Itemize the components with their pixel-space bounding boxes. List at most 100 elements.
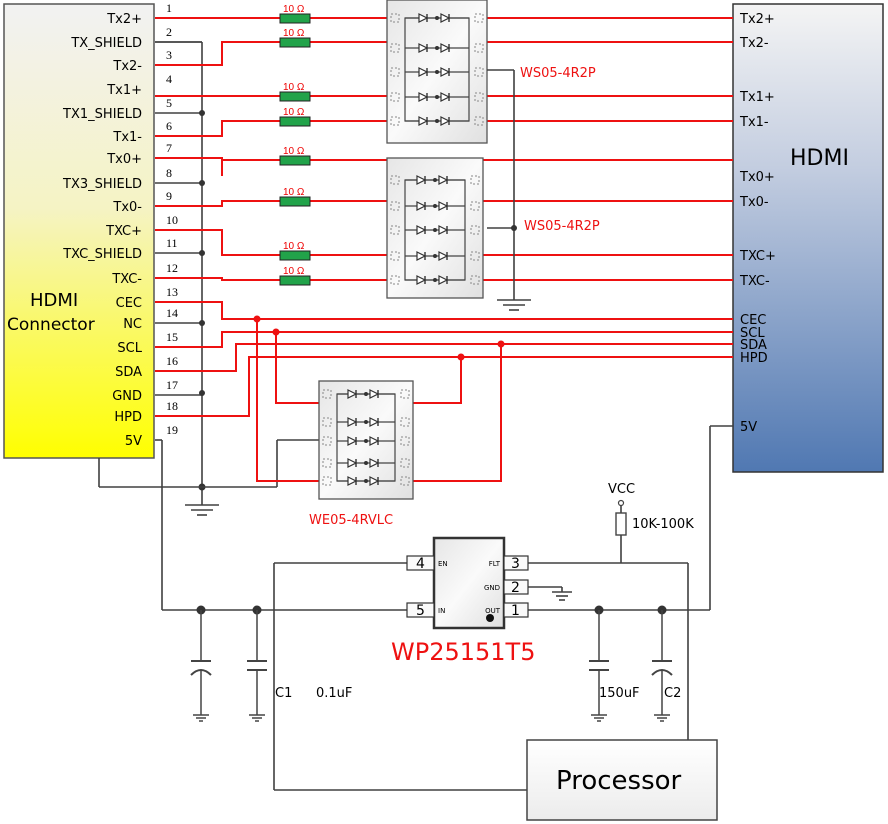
diode-icon: [369, 436, 380, 446]
pad: [470, 175, 480, 185]
right-pin-label: Tx2+: [739, 12, 775, 27]
left-pin-number: 7: [166, 141, 172, 155]
connector-title: HDMI: [30, 290, 78, 311]
c2-value: 150uF: [599, 686, 640, 701]
left-pin-number: 8: [166, 166, 172, 180]
series-resistors: 10 Ω10 Ω10 Ω10 Ω10 Ω10 Ω10 Ω10 Ω: [279, 4, 311, 286]
diode-icon: [369, 417, 380, 427]
processor-label: Processor: [556, 766, 682, 796]
pad: [390, 251, 400, 261]
ic-pin: [406, 555, 435, 571]
resistor: [279, 116, 311, 127]
left-pin-label: 5V: [125, 434, 142, 449]
pullup-value: 10K-100K: [632, 517, 694, 532]
resistor-value: 10 Ω: [283, 82, 305, 93]
resistor-value: 10 Ω: [283, 266, 305, 277]
ic-pin-name: FLT: [489, 560, 501, 568]
ic-pin-number: 4: [416, 556, 425, 572]
pullup-resistor: VCC 10K-100K: [608, 482, 694, 540]
left-pin-number: 10: [166, 213, 178, 227]
left-pin-number: 14: [166, 306, 178, 320]
hdmi-connector-left: HDMI Connector: [3, 3, 155, 459]
left-pin-number: 1: [166, 1, 172, 15]
right-pin-label: Tx2-: [739, 36, 769, 51]
left-pin-number: 4: [166, 72, 172, 86]
diode-icon: [416, 201, 427, 211]
ground-symbol: [185, 504, 219, 516]
left-pin-number: 13: [166, 285, 178, 299]
left-pin-label: NC: [123, 317, 142, 332]
left-pin-label: CEC: [116, 296, 142, 311]
connector-title-2: Connector: [7, 315, 95, 335]
right-pin-label: Tx1+: [739, 90, 775, 105]
pad: [400, 458, 410, 468]
ic-pin: [503, 555, 529, 571]
ic-pin: [503, 602, 529, 618]
pad: [322, 389, 332, 399]
pad: [470, 201, 480, 211]
right-pin-label: TXC+: [739, 249, 776, 264]
ic-pin-number: 3: [511, 556, 520, 572]
left-pin-label: SDA: [115, 365, 142, 380]
ic-pin-name: IN: [438, 607, 445, 615]
shield-ground-bus: [98, 41, 320, 516]
ic-pin-name: GND: [484, 584, 500, 592]
left-pin-label: TXC_SHIELD: [62, 247, 142, 262]
pad: [474, 43, 484, 53]
right-hdmi-pins: Tx2+Tx2-Tx1+Tx1-Tx0+Tx0-TXC+TXC-CECSCLSD…: [739, 12, 776, 435]
ic-pin: [503, 579, 529, 595]
tvs-upper-part-label: WS05-4R2P: [520, 66, 596, 81]
diode-icon: [418, 116, 429, 126]
diode-icon: [438, 225, 449, 235]
pad: [390, 275, 400, 285]
diode-icon: [369, 476, 380, 486]
left-pin-label: TXC+: [105, 224, 142, 239]
diode-icon: [440, 13, 451, 23]
pad: [322, 476, 332, 486]
left-pin-number: 11: [166, 236, 178, 250]
pad: [390, 201, 400, 211]
tvs-ground-wire: [487, 69, 531, 311]
left-pin-label: TX1_SHIELD: [62, 107, 142, 122]
right-pin-label: TXC-: [739, 274, 770, 289]
left-pin-label: HPD: [114, 410, 142, 425]
diode-icon: [418, 43, 429, 53]
left-pin-number: 12: [166, 261, 178, 275]
right-pin-label: SDA: [740, 338, 767, 353]
pad: [400, 389, 410, 399]
pad: [390, 175, 400, 185]
pad: [474, 67, 484, 77]
diode-icon: [418, 67, 429, 77]
left-pin-number: 3: [166, 48, 172, 62]
diode-icon: [418, 92, 429, 102]
right-pin-label: SCL: [740, 326, 765, 341]
tvs-control-part-label: WE05-4RVLC: [309, 513, 393, 528]
right-pin-label: Tx1-: [739, 115, 769, 130]
pad: [400, 417, 410, 427]
diode-icon: [347, 476, 358, 486]
diode-icon: [438, 275, 449, 285]
capacitors: [190, 610, 673, 722]
pad: [390, 116, 400, 126]
resistor-value: 10 Ω: [283, 146, 305, 157]
diode-icon: [347, 389, 358, 399]
resistor: [279, 275, 311, 286]
diode-icon: [418, 13, 429, 23]
left-pin-label: GND: [112, 389, 142, 404]
ic-pin-name: OUT: [485, 607, 501, 615]
ic-pin-number: 2: [511, 580, 520, 596]
diode-icon: [369, 389, 380, 399]
left-pin-label: Tx2+: [106, 12, 142, 27]
c1-value: 0.1uF: [316, 686, 352, 701]
pad: [390, 92, 400, 102]
left-pin-label: TX_SHIELD: [70, 36, 142, 51]
diode-icon: [347, 458, 358, 468]
left-pin-label: TX3_SHIELD: [62, 177, 142, 192]
pad: [400, 476, 410, 486]
resistor-value: 10 Ω: [283, 107, 305, 118]
pad: [474, 116, 484, 126]
left-pin-number: 16: [166, 354, 178, 368]
c1-label: C1: [275, 686, 292, 701]
diode-icon: [440, 67, 451, 77]
